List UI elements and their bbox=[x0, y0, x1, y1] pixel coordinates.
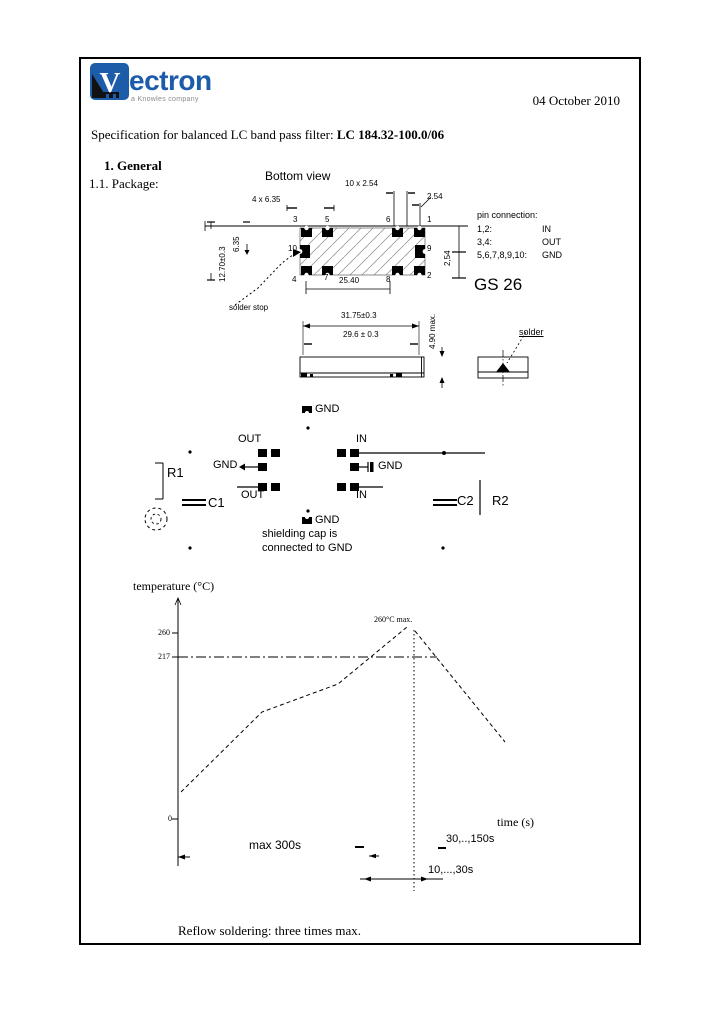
page-border bbox=[79, 57, 641, 945]
reflow-note: Reflow soldering: three times max. bbox=[178, 923, 362, 938]
in-bottom-label: IN bbox=[356, 489, 367, 501]
package-code: GS 26 bbox=[474, 275, 523, 294]
pin-3: 3 bbox=[293, 215, 298, 224]
dim-pitch-row: 10 x 2.54 bbox=[345, 179, 378, 188]
pin-7: 7 bbox=[324, 273, 329, 282]
in-top-label: IN bbox=[356, 433, 367, 445]
reflow-profile-chart bbox=[172, 596, 506, 891]
pin-2: 2 bbox=[427, 271, 432, 280]
out-top-label: OUT bbox=[238, 433, 262, 445]
bottom-view-title: Bottom view bbox=[265, 169, 331, 183]
dim-length-outer: 31.75±0.3 bbox=[341, 311, 377, 320]
title-prefix: Specification for balanced LC band pass … bbox=[91, 127, 337, 142]
dim-half-width: 6.35 bbox=[232, 236, 241, 252]
logo-letter: V bbox=[100, 67, 121, 99]
pin-9: 9 bbox=[427, 244, 432, 253]
dim-pitch-top: 2.54 bbox=[427, 192, 443, 201]
pin-5: 5 bbox=[325, 215, 330, 224]
pin-connection-row-pins: 3,4: bbox=[477, 237, 493, 247]
r1-label: R1 bbox=[167, 465, 184, 480]
pin-connection-row-pins: 1,2: bbox=[477, 224, 493, 234]
c2-label: C2 bbox=[457, 493, 474, 508]
ytick-260: 260 bbox=[158, 628, 170, 637]
c1-label: C1 bbox=[208, 495, 225, 510]
pin-1: 1 bbox=[427, 215, 432, 224]
out-bottom-label: OUT bbox=[241, 489, 265, 501]
side-view-drawing bbox=[299, 321, 529, 388]
pin-connection-row-signal: IN bbox=[542, 224, 551, 234]
pin-connection-row-pins: 5,6,7,8,9,10: bbox=[477, 250, 528, 260]
pin-8: 8 bbox=[386, 275, 391, 284]
ytick-0: 0 bbox=[168, 814, 172, 823]
peak-window-annotation: 10,...,30s bbox=[428, 864, 474, 876]
pin-10: 10 bbox=[288, 244, 297, 253]
section-package: 1.1. Package: bbox=[89, 176, 159, 191]
document-title: Specification for balanced LC band pass … bbox=[91, 127, 444, 143]
pin-connection-row-signal: GND bbox=[542, 250, 562, 260]
vectron-logo: V ectron a Knowles company bbox=[90, 63, 220, 103]
pin-connection-row-signal: OUT bbox=[542, 237, 561, 247]
pin-4: 4 bbox=[292, 275, 297, 284]
dim-height: 4.90 max. bbox=[428, 313, 437, 349]
gnd-right-label: GND bbox=[378, 460, 403, 472]
layout-drawing bbox=[144, 406, 485, 550]
dim-pitch-right: 2,54 bbox=[443, 250, 452, 266]
dim-length-body: 29.6 ± 0.3 bbox=[343, 330, 379, 339]
chart-ylabel: temperature (°C) bbox=[133, 579, 215, 593]
solder-label: solder bbox=[519, 327, 544, 337]
logo-tagline: a Knowles company bbox=[131, 96, 199, 103]
dim-body-width: 12.70±0.3 bbox=[218, 246, 227, 282]
solder-stop-label: solder stop bbox=[229, 303, 269, 312]
shielding-note-line1: shielding cap is bbox=[262, 528, 338, 540]
total-time-annotation: max 300s bbox=[249, 838, 302, 852]
ytick-217: 217 bbox=[158, 652, 170, 661]
bottom-view-drawing bbox=[204, 191, 468, 306]
dim-pin-length: 25.40 bbox=[339, 276, 360, 285]
title-model: LC 184.32-100.0/06 bbox=[336, 127, 445, 142]
dim-pad-span: 4 x 6.35 bbox=[252, 195, 281, 204]
pin-connection-heading: pin connection: bbox=[477, 210, 538, 220]
shielding-note-line2: connected to GND bbox=[262, 542, 353, 554]
section-general: 1. General bbox=[104, 158, 162, 173]
pin-6: 6 bbox=[386, 215, 391, 224]
gnd-bottom-label: GND bbox=[315, 514, 340, 526]
gnd-top-label: GND bbox=[315, 403, 340, 415]
logo-wordmark: ectron bbox=[129, 65, 212, 96]
peak-annotation: 260°C max. bbox=[374, 615, 413, 624]
document-date: 04 October 2010 bbox=[532, 93, 620, 108]
vectron-logo-mark: V bbox=[90, 63, 129, 100]
chart-xlabel: time (s) bbox=[497, 815, 534, 829]
gnd-left-label: GND bbox=[213, 459, 238, 471]
r2-label: R2 bbox=[492, 493, 509, 508]
above-217-annotation: 30,..,150s bbox=[446, 833, 495, 845]
